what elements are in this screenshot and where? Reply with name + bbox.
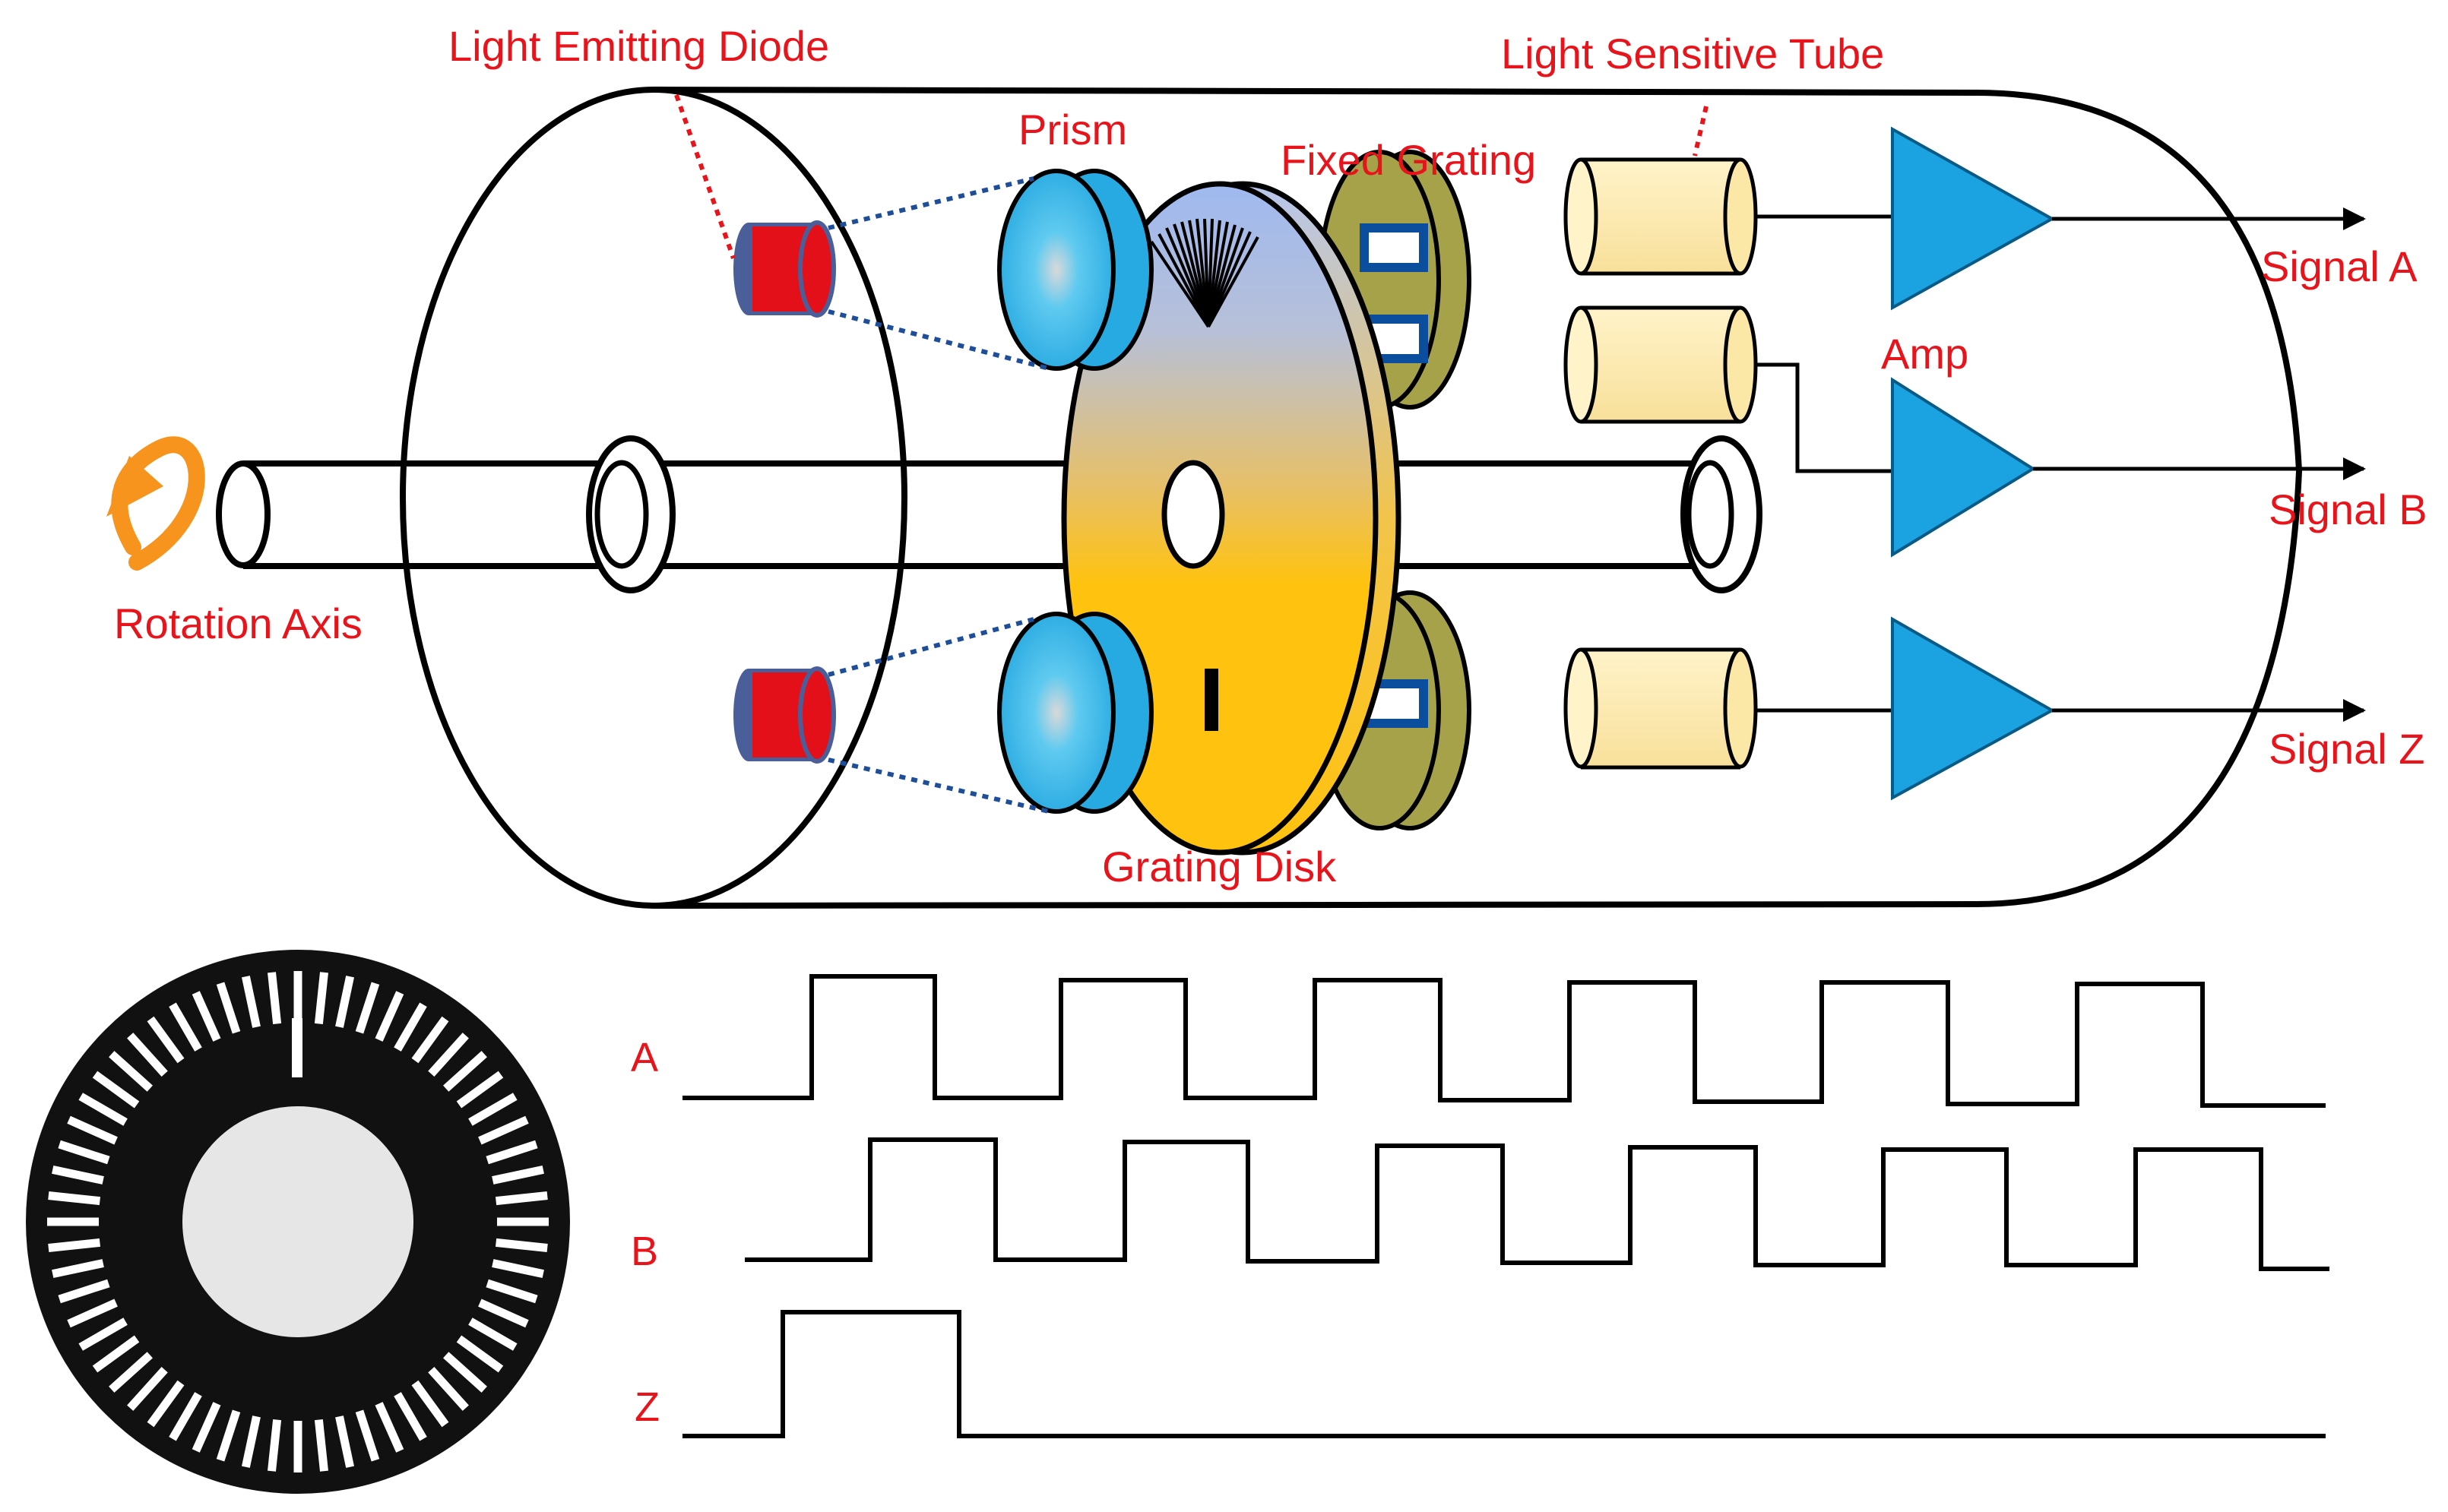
code-disk-slot [428, 1033, 469, 1077]
code-disk-slot [52, 1166, 104, 1185]
label-signal-a: Signal A [2261, 242, 2418, 290]
code-disk-slot [169, 1002, 202, 1052]
code-disk-slot [58, 1140, 110, 1165]
label-led: Light Emitting Diode [448, 22, 829, 70]
code-disk-slot [58, 1279, 110, 1304]
prism-bottom [997, 612, 1154, 814]
output-arrows [2033, 207, 2366, 722]
code-disk-slot [492, 1166, 544, 1185]
waveform-label-a: A [631, 1035, 658, 1080]
code-disk-slots [47, 971, 549, 1472]
code-disk-slot [443, 1051, 487, 1092]
code-disk-slot [335, 976, 354, 1028]
amp-a [1891, 126, 2056, 311]
code-disk-slot [456, 1071, 504, 1109]
waveform-label-b: B [631, 1229, 658, 1274]
code-disk-slot [486, 1279, 538, 1304]
code-disk-slot [109, 1051, 153, 1092]
code-disk-slot [67, 1298, 118, 1328]
code-disk-slot [394, 1002, 427, 1052]
index-mark [1205, 669, 1218, 731]
label-amp: Amp [1881, 330, 1968, 378]
code-disk-slot [78, 1317, 128, 1351]
label-light-tube: Light Sensitive Tube [1501, 30, 1884, 77]
code-disk-slot [169, 1392, 202, 1441]
code-disk-slot [468, 1317, 518, 1351]
code-disk-slot [468, 1093, 518, 1126]
leader-lines [674, 94, 1709, 259]
code-disk-slot [478, 1115, 529, 1145]
code-disk-slot [314, 972, 328, 1025]
code-disk-slot [355, 1409, 380, 1462]
code-disk-slot [314, 1419, 328, 1472]
label-signal-b: Signal B [2269, 486, 2427, 533]
code-disk-slot [394, 1392, 427, 1441]
grating-lines [1150, 218, 1259, 328]
code-disk-slot [486, 1140, 538, 1165]
code-disk-slot [48, 1238, 101, 1252]
rotation-shaft [216, 435, 1762, 593]
code-disk-slot [268, 1419, 282, 1472]
amp-wires [1756, 214, 1892, 713]
code-disk-slot [216, 1409, 241, 1462]
code-disk-slot [355, 982, 380, 1034]
code-disk [26, 950, 570, 1494]
code-disk-slot [428, 1367, 469, 1411]
code-disk-slot [495, 1191, 548, 1206]
waveform-z [682, 1310, 2326, 1438]
code-disk-slot [335, 1416, 354, 1468]
code-disk-index-slot [292, 1018, 302, 1077]
code-disk-slot [48, 1191, 101, 1206]
light-tube-z [1563, 647, 1758, 770]
label-fixed-grating: Fixed Grating [1281, 136, 1536, 184]
amp-b [1891, 377, 2036, 558]
rotation-arrow-icon [106, 436, 205, 571]
code-disk-slot [52, 1259, 104, 1278]
code-disk-slot [67, 1115, 118, 1145]
code-disk-slot [375, 991, 404, 1042]
light-paths [828, 176, 1050, 814]
waveform-b [745, 1137, 2329, 1271]
code-disk-slot [242, 976, 261, 1028]
led-top [733, 220, 836, 318]
code-disk-slot [495, 1238, 548, 1252]
code-disk-slot [216, 982, 241, 1034]
light-tube-a [1563, 157, 1758, 276]
code-disk-slot [127, 1033, 168, 1077]
code-disk-slot [411, 1380, 449, 1428]
amp-z [1891, 616, 2056, 801]
led-bottom [733, 666, 836, 764]
code-disk-slot [478, 1298, 529, 1328]
waveforms: A B Z [631, 974, 2329, 1438]
waveform-a [682, 974, 2326, 1108]
code-disk-slot [127, 1367, 168, 1411]
label-signal-z: Signal Z [2269, 725, 2424, 773]
code-disk-slot [78, 1093, 128, 1126]
code-disk-slot [192, 991, 221, 1042]
code-disk-slot [411, 1016, 449, 1064]
code-disk-slot [147, 1380, 185, 1428]
code-disk-slot [192, 1402, 221, 1453]
label-rotation-axis: Rotation Axis [114, 599, 363, 647]
code-disk-slot [109, 1352, 153, 1393]
label-grating-disk: Grating Disk [1102, 843, 1337, 890]
code-disk-slot [92, 1071, 140, 1109]
code-disk-slot [242, 1416, 261, 1468]
code-disk-slot [147, 1016, 185, 1064]
code-disk-slot [92, 1335, 140, 1373]
light-tube-b [1563, 305, 1758, 424]
code-disk-slot [492, 1259, 544, 1278]
code-disk-slot [443, 1352, 487, 1393]
code-disk-slot [375, 1402, 404, 1453]
code-disk-slot [268, 972, 282, 1025]
waveform-label-z: Z [635, 1384, 660, 1430]
code-disk-slot [456, 1335, 504, 1373]
label-prism: Prism [1018, 106, 1127, 153]
prism-top [997, 169, 1154, 371]
